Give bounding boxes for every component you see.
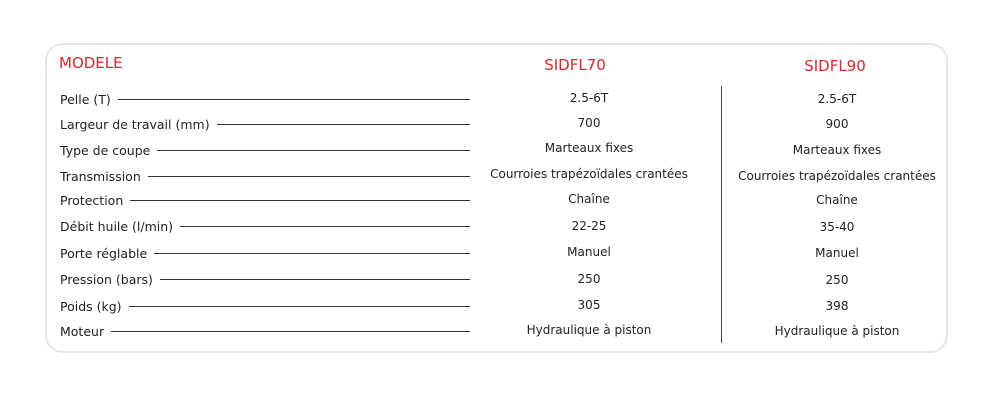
- spec-row-label: Pression (bars): [60, 270, 470, 288]
- spec-value-sidfl70: Marteaux fixes: [544, 141, 634, 155]
- row-label-text: Moteur: [60, 323, 105, 339]
- spec-value-sidfl90: Chaîne: [816, 193, 858, 207]
- row-label-text: Transmission: [60, 168, 141, 184]
- leader-line: [111, 331, 470, 332]
- column-header-sidfl70: SIDFL70: [544, 56, 606, 74]
- spec-value-sidfl90: Hydraulique à piston: [774, 324, 900, 338]
- spec-value-sidfl70: 22-25: [571, 219, 607, 233]
- spec-row-label: Moteur: [60, 322, 470, 340]
- spec-value-sidfl90: Marteaux fixes: [792, 143, 882, 157]
- spec-value-sidfl70: Manuel: [567, 245, 611, 259]
- row-label-text: Protection: [60, 192, 124, 208]
- leader-line: [147, 176, 470, 177]
- spec-value-sidfl70: Hydraulique à piston: [526, 323, 652, 337]
- spec-row-label: Transmission: [60, 167, 470, 185]
- spec-card: [45, 43, 948, 353]
- row-label-text: Pression (bars): [60, 271, 153, 287]
- spec-value-sidfl70: 250: [577, 272, 601, 286]
- row-label-text: Débit huile (l/min): [60, 218, 174, 234]
- spec-row-label: Poids (kg): [60, 297, 470, 315]
- spec-value-sidfl70: 700: [577, 116, 601, 130]
- spec-row-label: Largeur de travail (mm): [60, 115, 470, 133]
- spec-value-sidfl90: 2.5-6T: [817, 92, 857, 106]
- leader-line: [154, 253, 470, 254]
- spec-row-label: Pelle (T): [60, 90, 470, 108]
- spec-value-sidfl70: 2.5-6T: [569, 91, 609, 105]
- column-divider: [721, 86, 722, 343]
- leader-line: [216, 124, 470, 125]
- leader-line: [117, 99, 470, 100]
- column-header-sidfl90: SIDFL90: [804, 57, 866, 75]
- spec-row-label: Porte réglable: [60, 244, 470, 262]
- row-label-text: Type de coupe: [60, 142, 151, 158]
- spec-row-label: Type de coupe: [60, 141, 470, 159]
- spec-row-label: Protection: [60, 191, 470, 209]
- leader-line: [130, 200, 470, 201]
- row-label-text: Pelle (T): [60, 91, 111, 107]
- leader-line: [157, 150, 470, 151]
- spec-value-sidfl90: 398: [825, 299, 849, 313]
- leader-line: [180, 226, 470, 227]
- spec-value-sidfl90: 900: [825, 117, 849, 131]
- spec-value-sidfl70: 305: [577, 298, 601, 312]
- model-header: MODELE: [59, 54, 123, 72]
- row-label-text: Poids (kg): [60, 298, 122, 314]
- spec-value-sidfl70: Courroies trapézoïdales crantées: [490, 167, 688, 181]
- spec-value-sidfl90: 35-40: [819, 220, 855, 234]
- spec-row-label: Débit huile (l/min): [60, 217, 470, 235]
- spec-value-sidfl90: 250: [825, 273, 849, 287]
- row-label-text: Porte réglable: [60, 245, 148, 261]
- spec-value-sidfl90: Courroies trapézoïdales crantées: [738, 169, 936, 183]
- leader-line: [128, 306, 470, 307]
- leader-line: [159, 279, 470, 280]
- spec-value-sidfl90: Manuel: [815, 246, 859, 260]
- spec-value-sidfl70: Chaîne: [568, 192, 610, 206]
- row-label-text: Largeur de travail (mm): [60, 116, 210, 132]
